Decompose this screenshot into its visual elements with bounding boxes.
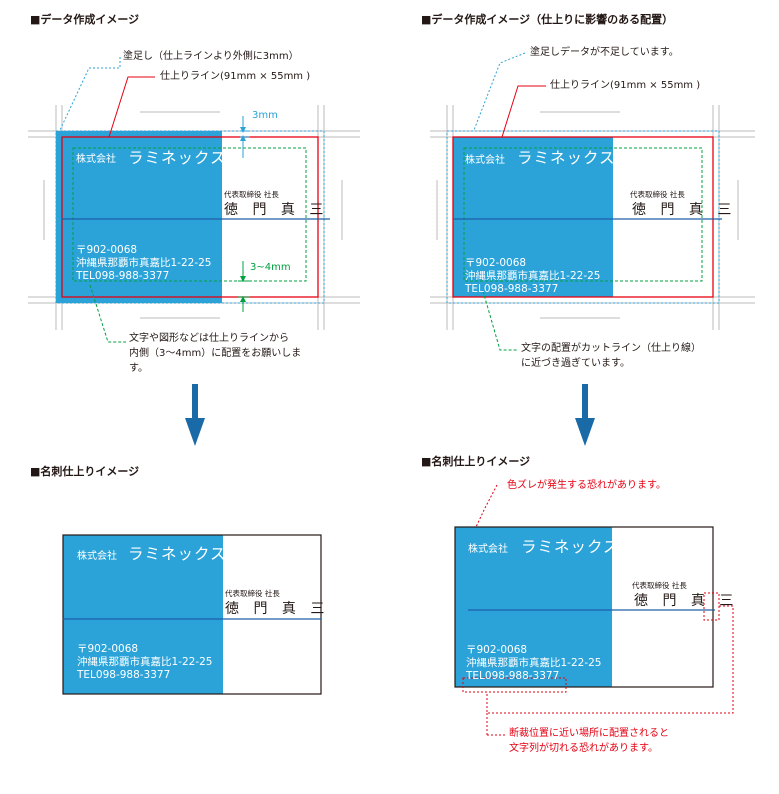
note-color-shift: 色ズレが発生する恐れがあります。 [507,480,666,491]
cut-highlight-tel [462,677,567,693]
safe-area-line [72,147,307,282]
finish-tel: TEL098-988-3377 [77,669,171,681]
card-postal: 〒902-0068 [76,244,138,256]
card-company-name-bad: ラミネックス [517,149,616,167]
card-blue-area-bad [453,137,613,297]
note-trim-right: 仕上りライン(91mm × 55mm ) [550,80,701,91]
trim-leader [108,76,155,138]
card-address: 沖縄県那覇市真嘉比1-22-25 [76,257,212,269]
card-title: 代表取締役 社長 [224,190,279,199]
finish-blue-area [63,535,223,694]
note-safe-3: す。 [129,363,148,374]
finish-postal-bad: 〒902-0068 [466,644,528,656]
trim-line [61,136,319,298]
note-trim-risk-1: 断裁位置に近い場所に配置されると [509,728,669,739]
note-cut-1: 文字の配置がカットライン（仕上り線） [521,343,701,354]
finish-person-bad: 徳 門 真 三 [634,593,739,609]
card-tel-bad: TEL098-988-3377 [465,283,559,295]
note-bleed-short: 塗足しデータが不足しています。 [530,47,679,58]
trim-line-bad [452,136,714,298]
card-company-prefix-bad: 株式会社 [465,155,505,166]
card-address-bad: 沖縄県那覇市真嘉比1-22-25 [465,270,601,282]
finish-postal: 〒902-0068 [77,643,139,655]
finish-person: 徳 門 真 三 [225,601,330,617]
card-person: 徳 門 真 三 [224,202,329,218]
right-finish-card [454,484,734,736]
note-trim-risk-2: 文字列が切れる恐れがあります。 [509,743,658,754]
finish-company-name: ラミネックス [128,545,227,563]
finish-blue-area-bad [455,527,612,687]
cut-leader [482,290,518,351]
trim-leader-bad [501,85,546,138]
finish-card-outline [62,534,322,695]
left-data-panel [28,57,360,343]
safe-leader [89,284,126,343]
note-dim-3mm: 3mm [252,110,278,121]
card-title-bad: 代表取締役 社長 [630,190,685,199]
finish-company-prefix: 株式会社 [77,551,117,562]
card-postal-bad: 〒902-0068 [465,257,527,269]
finish-title: 代表取締役 社長 [225,589,280,598]
note-safe-2: 内側（3〜4mm）に配置をお願いしま [129,348,302,359]
finish-company-name-bad: ラミネックス [521,538,620,556]
finish-title-bad: 代表取締役 社長 [632,581,687,590]
note-dim-3-4mm: 3~4mm [250,262,291,273]
note-bleed: 塗足し（仕上ラインより外側に3mm） [123,51,299,62]
heading-finish-image: ■名刺仕上りイメージ [30,465,140,478]
safe-area-line-bad [463,147,703,282]
finish-address: 沖縄県那覇市真嘉比1-22-25 [77,656,213,668]
heading-finish-image-bad: ■名刺仕上りイメージ [421,455,531,468]
note-trim-left: 仕上りライン(91mm × 55mm ) [160,71,311,82]
heading-data-image: ■データ作成イメージ [30,13,140,26]
left-finish-card [62,534,322,695]
finish-card-outline-bad [454,526,714,688]
note-safe-1: 文字や図形などは仕上りラインから [129,333,289,344]
card-blue-area [56,131,222,303]
card-tel: TEL098-988-3377 [76,270,170,282]
trim-risk-leader [486,605,734,714]
card-person-bad: 徳 門 真 三 [632,202,737,218]
right-data-panel [430,52,755,351]
finish-tel-bad: TEL098-988-3377 [466,670,560,682]
down-arrow-left [185,384,205,446]
card-company-name: ラミネックス [128,149,227,167]
bleed-line [55,130,325,304]
note-cut-2: に近づき過ぎています。 [521,358,630,369]
finish-address-bad: 沖縄県那覇市真嘉比1-22-25 [466,657,602,669]
heading-data-image-bad: ■データ作成イメージ（仕上りに影響のある配置） [421,13,674,26]
bleed-leader-bad [473,52,526,131]
bleed-line-bad [446,130,720,304]
shift-leader [475,484,498,528]
card-company-prefix: 株式会社 [76,154,116,165]
finish-company-prefix-bad: 株式会社 [468,544,508,555]
down-arrow-right [575,384,595,446]
bleed-leader [59,57,121,131]
